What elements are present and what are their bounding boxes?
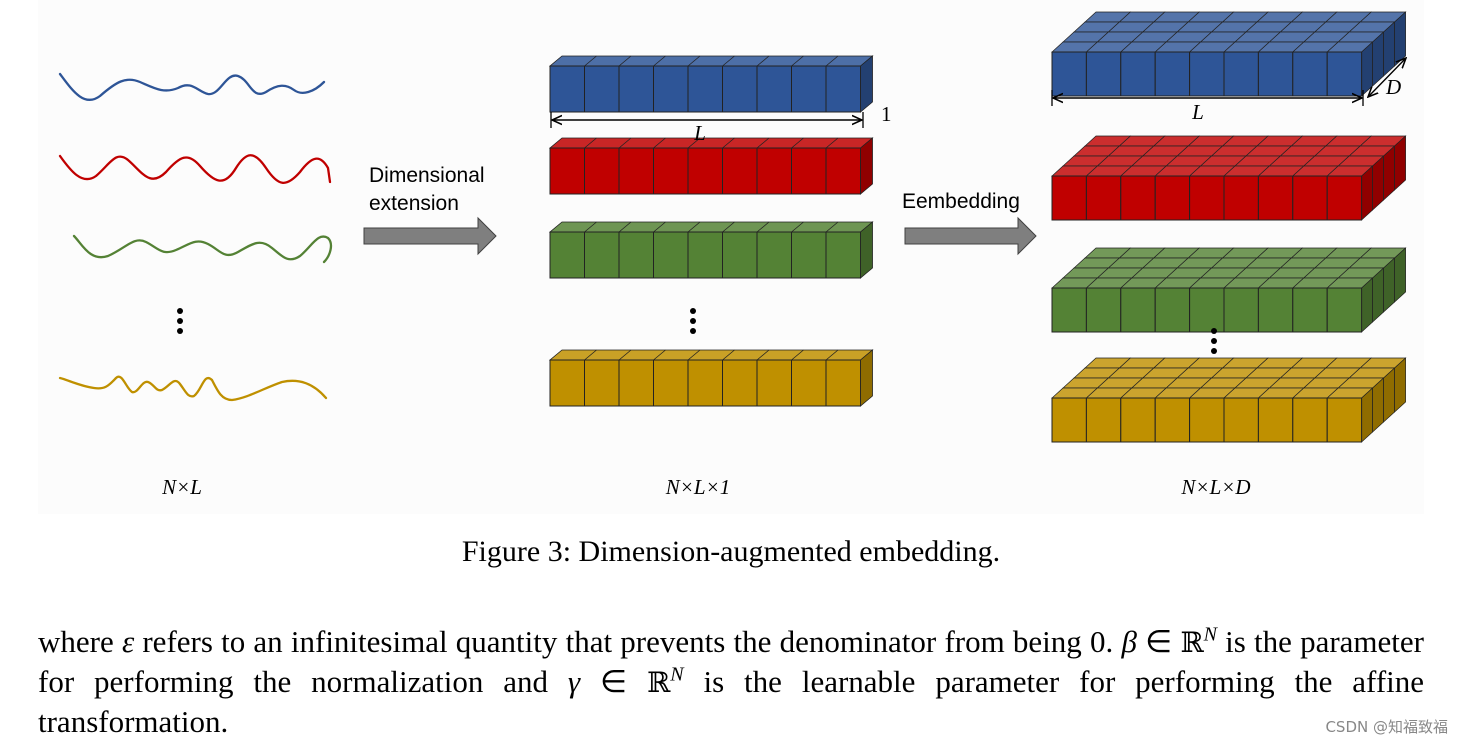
superscript-n: N <box>670 663 684 686</box>
arrow1-label-line1: Dimensional <box>369 164 485 187</box>
dim-label-L-middle: L <box>693 121 706 145</box>
real-numbers-symbol: ℝ <box>1180 626 1204 659</box>
superscript-n: N <box>1203 623 1217 646</box>
cube-bar <box>548 221 874 279</box>
length-dimension-middle <box>550 112 864 128</box>
wave-line-icon <box>58 72 326 102</box>
body-text-fragment: where <box>38 624 114 659</box>
body-text-fragment: is the learnable parameter for performin… <box>38 664 1425 739</box>
embedding-arrow <box>904 216 1037 256</box>
body-paragraph: where ε refers to an infinitesimal quant… <box>38 622 1424 741</box>
wave-line-icon <box>58 375 328 402</box>
depth-dimension-right <box>1368 58 1406 97</box>
vertical-ellipsis-icon <box>177 308 183 334</box>
epsilon-symbol: ε <box>121 624 135 659</box>
dim-label-D: D <box>1385 75 1401 99</box>
figure-panel: Dimensional extension L 1 Eembedding <box>38 0 1424 514</box>
body-text-fragment: is the parameter for performing the norm… <box>38 624 1425 699</box>
cube-bar <box>548 137 874 195</box>
csdn-watermark: CSDN @知福致福 <box>1325 718 1448 736</box>
dimensional-extension-arrow <box>363 216 497 256</box>
cube-bar <box>548 55 874 113</box>
cube-slab <box>1051 135 1407 221</box>
beta-symbol: β <box>1121 624 1137 659</box>
cube-slab <box>1051 247 1407 333</box>
cube-bars <box>548 55 874 407</box>
wave-line-icon <box>72 234 333 264</box>
real-numbers-symbol: ℝ <box>646 666 671 699</box>
arrow2-label: Eembedding <box>902 190 1020 213</box>
dim-label-one: 1 <box>881 102 892 126</box>
body-text-fragment: refers to an infinitesimal quantity that… <box>142 624 1114 659</box>
cube-slab <box>1051 11 1407 97</box>
gamma-symbol: γ <box>567 664 581 699</box>
element-of-symbol: ∈ <box>600 664 628 699</box>
cube-slab <box>1051 357 1407 443</box>
dim-label-L-right: L <box>1191 100 1204 124</box>
time-series-waves <box>58 72 333 402</box>
length-dimension-right <box>1051 90 1364 106</box>
vertical-ellipsis-icon <box>1211 328 1217 354</box>
element-of-symbol: ∈ <box>1145 624 1173 659</box>
cube-bar <box>548 349 874 407</box>
arrow1-label-line2: extension <box>369 192 459 215</box>
vertical-ellipsis-icon <box>690 308 696 334</box>
wave-line-icon <box>58 154 332 184</box>
shape-label-left: N×L <box>161 475 202 499</box>
cube-slabs <box>1051 11 1407 443</box>
figure-diagram: Dimensional extension L 1 Eembedding <box>58 11 1424 499</box>
shape-label-middle: N×L×1 <box>665 475 731 499</box>
figure-caption: Figure 3: Dimension-augmented embedding. <box>461 535 1001 568</box>
shape-label-right: N×L×D <box>1180 475 1250 499</box>
